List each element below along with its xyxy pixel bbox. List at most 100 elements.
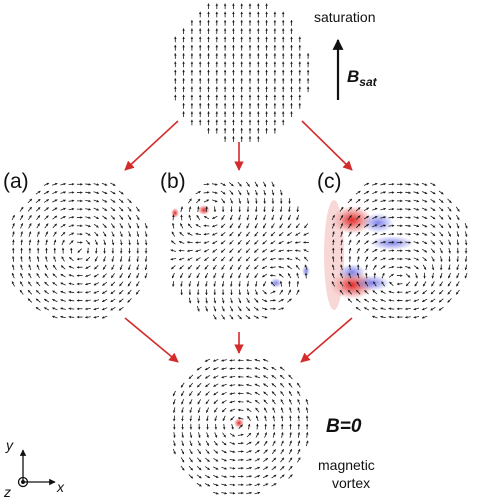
spin-arrow-head [188, 376, 192, 379]
spin-arrow-head [400, 199, 403, 203]
coordinate-axes [17, 449, 56, 488]
spin-arrow-head [71, 207, 75, 211]
spin-arrow-head [271, 192, 275, 196]
spin-arrow-head [331, 247, 335, 251]
spin-arrow-head [273, 69, 277, 73]
spin-arrow-head [254, 250, 257, 253]
spin-arrow-head [255, 407, 258, 411]
spin-arrow-head [305, 415, 309, 418]
spin-arrow-head [205, 393, 208, 396]
spin-arrow-head [240, 28, 243, 31]
spin-arrow-head [273, 483, 277, 486]
spin-arrow-head [206, 410, 209, 413]
spin-arrow-head [197, 393, 200, 396]
spin-arrow-head [432, 225, 436, 228]
spin-arrow-head [213, 401, 217, 404]
spin-arrow-head [298, 94, 302, 97]
spin-arrow-head [297, 449, 301, 452]
spin-arrow-head [374, 224, 378, 227]
spin-arrow-head [220, 241, 224, 245]
spin-arrow-head [331, 272, 335, 276]
spin-arrow-head [119, 259, 123, 262]
spin-arrow-head [204, 216, 207, 219]
spin-arrow-head [246, 267, 249, 270]
spin-arrow-head [271, 367, 275, 370]
spin-arrow-head [408, 216, 411, 219]
spin-arrow-head [265, 458, 268, 461]
spin-arrow-head [247, 316, 251, 319]
spin-arrow-head [290, 86, 293, 89]
spin-arrow-head [254, 383, 258, 387]
spin-arrow-head [456, 291, 459, 295]
spin-arrow-head [195, 224, 199, 227]
spin-arrow-head [254, 233, 257, 237]
spin-arrow-head [102, 307, 105, 311]
spin-arrow-head [80, 216, 83, 219]
spin-arrow-head [136, 291, 139, 295]
spin-arrow-head [112, 191, 116, 195]
spin-arrow-head [240, 424, 243, 428]
spin-arrow-head [37, 190, 41, 194]
spin-arrow-head [88, 216, 91, 219]
spin-arrow-head [52, 315, 55, 319]
spin-arrow-head [364, 307, 367, 310]
spin-arrow-head [247, 423, 251, 427]
spin-arrow-head [110, 299, 114, 303]
spin-arrow-head [366, 199, 369, 202]
spin-arrow-head [172, 214, 175, 218]
spin-arrow-head [112, 217, 115, 220]
spin-arrow-head [215, 103, 219, 106]
spin-arrow-head [71, 191, 75, 194]
spin-arrow-head [263, 201, 266, 204]
spin-arrow-head [265, 45, 268, 48]
spin-arrow-head [45, 223, 49, 227]
spin-arrow-head [223, 183, 226, 186]
blue-spot-b-edge [302, 265, 310, 277]
spin-arrow-head [357, 215, 361, 219]
spin-arrow-head [432, 183, 436, 186]
spin-arrow-head [279, 281, 283, 284]
spin-arrow-head [37, 231, 40, 235]
spin-arrow-head [391, 249, 395, 252]
spin-arrow-head [238, 267, 241, 270]
spin-arrow-head [128, 275, 131, 279]
spin-arrow-head [52, 307, 55, 310]
spin-arrow-head [20, 247, 23, 251]
spin-arrow-head [464, 267, 468, 271]
spin-arrow-head [223, 61, 227, 64]
spin-arrow-head [241, 466, 244, 470]
spin-arrow-head [190, 36, 194, 39]
spin-arrow-head [190, 86, 194, 89]
spin-arrow-head [229, 241, 232, 245]
spin-arrow-head [174, 61, 177, 64]
spin-arrow-head [198, 94, 202, 97]
spin-arrow-head [448, 208, 452, 212]
spin-arrow-head [265, 69, 268, 73]
spin-arrow-head [281, 457, 284, 461]
spin-arrow-head [232, 128, 235, 131]
spin-arrow-head [340, 281, 343, 285]
spin-arrow-head [215, 78, 219, 81]
spin-arrow-head [255, 300, 259, 303]
spin-arrow-head [424, 241, 428, 244]
spin-arrow-head [45, 247, 48, 251]
spin-arrow-head [198, 45, 202, 48]
spin-arrow-head [287, 265, 290, 269]
spin-arrow-head [212, 258, 216, 261]
spin-arrow-head [265, 86, 268, 89]
spin-arrow-head [229, 233, 232, 237]
spin-arrow-head [273, 45, 277, 48]
spin-arrow-head [273, 103, 277, 106]
spin-arrow-head [207, 111, 210, 114]
spin-arrow-head [374, 191, 378, 194]
spin-arrow-head [254, 392, 258, 395]
spin-arrow-head [372, 307, 375, 310]
spin-arrow-head [374, 240, 378, 244]
panel-b-spin-field [170, 181, 309, 320]
spin-arrow-head [198, 86, 202, 89]
spin-arrow-head [232, 442, 236, 445]
spin-arrow-head [365, 272, 368, 276]
spin-arrow-head [36, 281, 39, 285]
spin-arrow-head [271, 184, 275, 187]
spin-arrow-head [77, 250, 81, 253]
